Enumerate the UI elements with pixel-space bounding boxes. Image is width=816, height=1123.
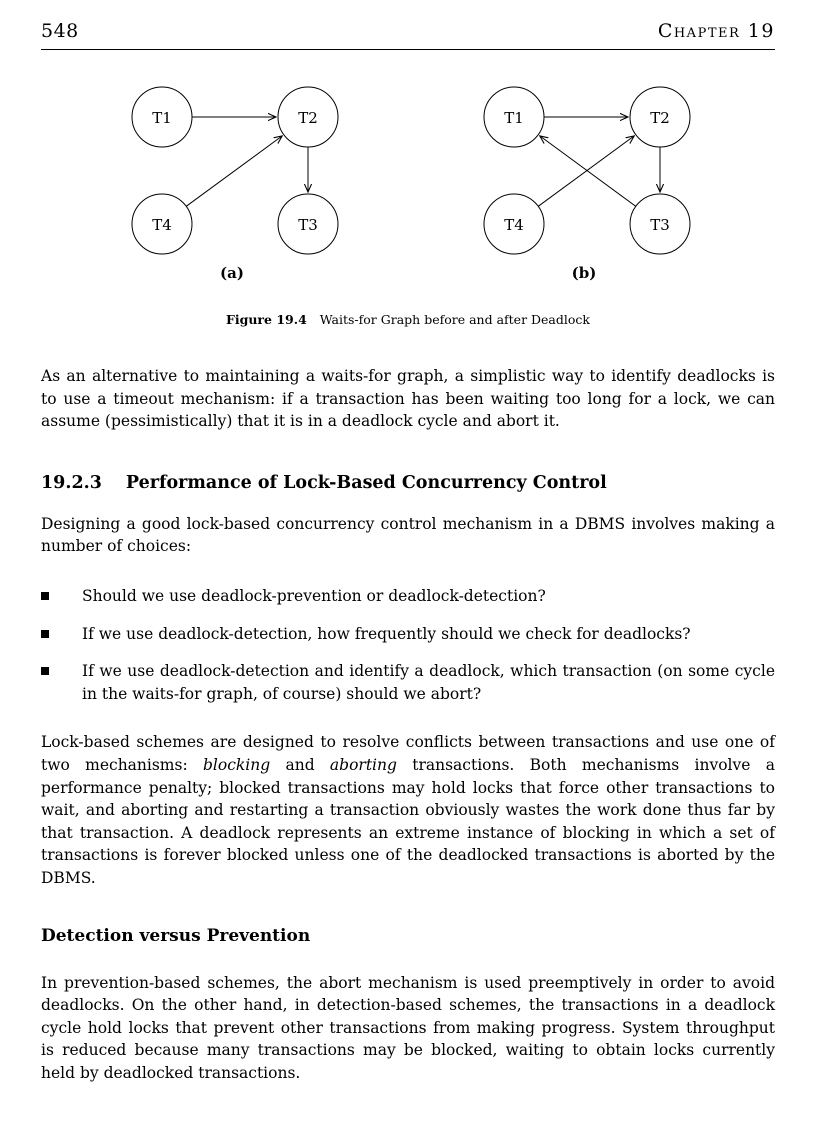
list-item: If we use deadlock-detection, how freque… [41,623,775,646]
transaction-node-T4 [131,193,193,255]
transaction-node-label: T2 [298,109,318,127]
transaction-node-label: T1 [152,109,172,127]
square-bullet-icon [41,629,49,638]
figure-caption: Figure 19.4 Waits-for Graph before and af… [41,312,775,327]
section-number: 19.2.3 [41,472,102,493]
square-bullet-icon [41,667,49,676]
section-title: Performance of Lock-Based Concurrency Co… [125,472,607,493]
bullet-text: Should we use deadlock-prevention or dea… [82,586,546,605]
transaction-node-T3 [629,193,691,255]
transaction-node-label: T1 [504,109,524,127]
transaction-node-T1 [131,86,193,148]
transaction-node-T1 [483,86,545,148]
transaction-node-label: T4 [152,216,172,234]
waits-for-edge-T4-T2 [185,136,282,207]
subsection-heading-detection-vs-prevention: Detection versus Prevention [41,925,311,946]
transaction-node-label: T3 [650,216,670,234]
p3-seg2: and [270,755,330,774]
transaction-node-label: T3 [298,216,318,234]
transaction-node-T2 [629,86,691,148]
bullet-text: If we use deadlock-detection, how freque… [82,624,691,643]
transaction-node-T4 [483,193,545,255]
bullet-text: If we use deadlock-detection and identif… [82,662,775,703]
p3-italic-aborting: aborting [329,755,397,774]
list-item: If we use deadlock-detection and identif… [41,660,775,705]
graph-label-a: (a) [220,264,244,282]
chapter-header: Chapter 19 [657,20,775,42]
square-bullet-icon [41,591,49,600]
paragraph-prevention-schemes: In prevention-based schemes, the abort m… [41,973,775,1082]
waits-for-edge-T4-T2 [537,136,634,207]
running-header: 548 Chapter 19 [41,20,775,50]
transaction-node-label: T4 [504,216,524,234]
p3-italic-blocking: blocking [203,755,271,774]
paragraph-lock-schemes: Lock-based schemes are designed to resol… [41,731,775,889]
p3-seg1: Lock-based schemes are designed to resol… [41,733,775,774]
section-heading-19-2-3: 19.2.3 Performance of Lock-Based Concurre… [41,473,775,493]
list-item: Should we use deadlock-prevention or dea… [41,585,775,608]
graph-label-b: (b) [571,264,597,282]
transaction-node-T3 [277,193,339,255]
paragraph-designing: Designing a good lock-based concurrency … [41,514,775,556]
p3-seg3: transactions. Both mechanisms involve a … [41,755,775,887]
paragraph-timeout: As an alternative to maintaining a waits… [41,367,775,431]
choices-bullet-list: Should we use deadlock-prevention or dea… [41,585,775,705]
transaction-node-label: T2 [650,109,670,127]
waits-for-edge-T3-T1 [540,136,637,207]
figure-caption-label: Figure 19.4 [225,312,307,327]
transaction-node-T2 [277,86,339,148]
figure-caption-text: Waits-for Graph before and after Deadloc… [319,312,590,327]
page-number: 548 [41,20,79,42]
